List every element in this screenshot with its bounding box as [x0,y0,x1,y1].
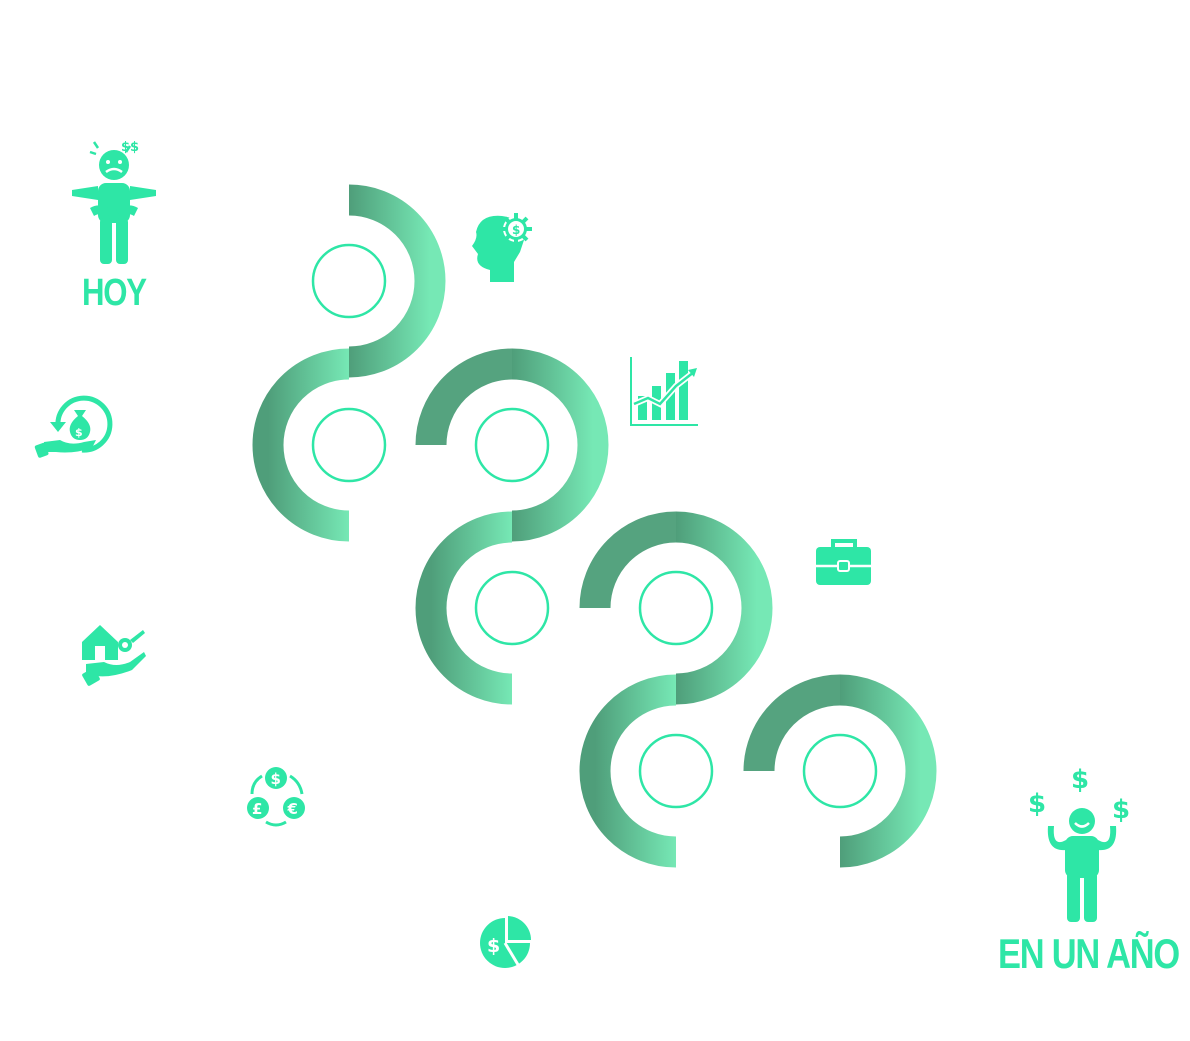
svg-text:$: $ [512,223,520,237]
roadmap-path [195,184,987,869]
path-arc-6 [579,674,677,868]
pie-chart-dollar-icon: $ [480,916,532,969]
worried-person-icon: $$ [72,140,156,264]
svg-text:$$: $$ [121,140,139,155]
path-arc-7 [839,674,937,868]
path-arc-1 [348,184,446,378]
svg-text:$: $ [1112,795,1130,825]
currency-exchange-icon: $ £ € [247,767,305,827]
step-rings [311,243,878,809]
end-label: EN UN AÑO [998,930,1180,977]
brain-dollar-gear-icon: $ [472,213,532,282]
svg-text:$: $ [1071,765,1089,795]
path-arc-upper-2 [579,511,677,609]
path-arc-4 [415,511,513,705]
path-arc-2 [252,348,350,542]
svg-text:£: £ [252,800,262,818]
path-arc-5 [675,511,773,705]
path-arc-3 [511,348,609,542]
svg-text:$: $ [271,770,281,788]
step-ring-1 [311,243,387,319]
path-arc-upper-1 [415,348,513,446]
path-arc-upper-3 [743,674,841,772]
briefcase-icon [816,539,871,585]
happy-person-icon: $ $ $ [1028,765,1130,922]
start-label: HOY [82,272,147,314]
money-bag-hand-icon: $ [34,395,113,458]
house-key-hand-icon [82,625,146,686]
svg-text:$: $ [75,426,83,439]
step-ring-5 [638,570,714,646]
svg-text:$: $ [1028,789,1046,819]
step-ring-7 [802,733,878,809]
svg-text:€: € [287,800,298,818]
step-ring-6 [638,733,714,809]
step-ring-4 [474,570,550,646]
growth-chart-icon [630,357,698,426]
step-ring-3 [474,407,550,483]
step-ring-2 [311,407,387,483]
svg-text:$: $ [487,935,500,957]
